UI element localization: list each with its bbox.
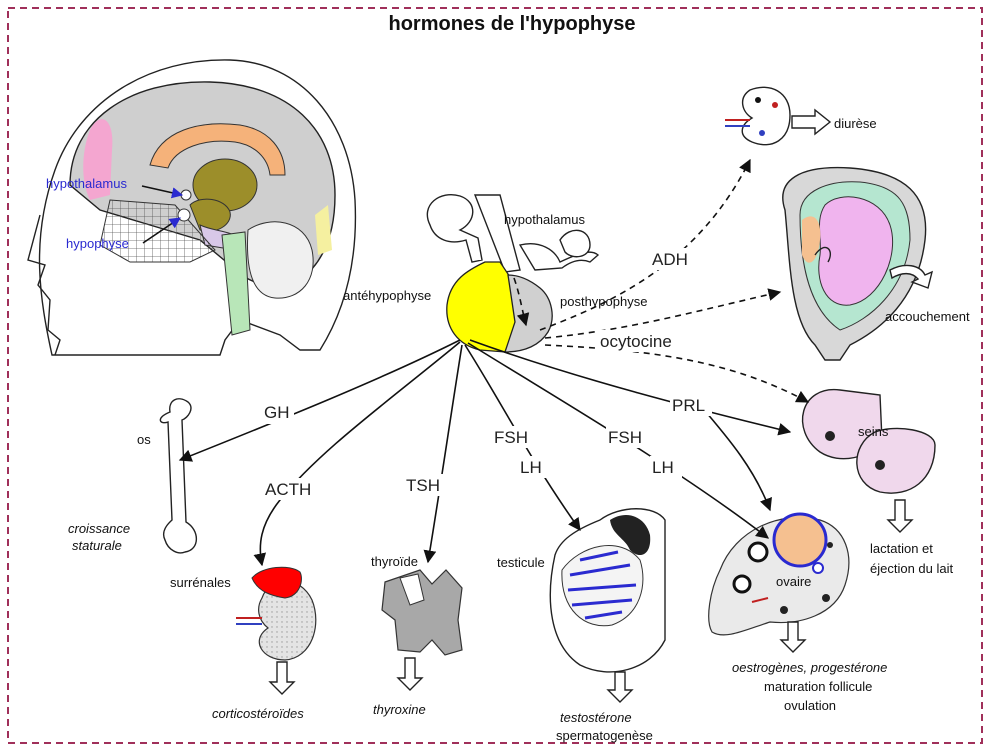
ovulation-label: ovulation xyxy=(784,698,836,713)
oestrogenes-label: oestrogènes, progestérone xyxy=(732,660,887,675)
brain-hypophyse-label: hypophyse xyxy=(66,236,129,251)
head-brain-illustration: hypothalamus hypophyse xyxy=(28,60,355,355)
seins-label: seins xyxy=(858,424,889,439)
maturation-label: maturation follicule xyxy=(764,679,872,694)
tsh-label: TSH xyxy=(406,476,440,495)
fsh-label-1: FSH xyxy=(494,428,528,447)
thyroxine-label: thyroxine xyxy=(373,702,426,717)
posthypophyse-label: posthypophyse xyxy=(560,294,647,309)
gland-hypothalamus-label: hypothalamus xyxy=(504,212,585,227)
kidney-illustration xyxy=(725,87,830,144)
testosterone-label: testostérone xyxy=(560,710,632,725)
croissance-label-line2: staturale xyxy=(72,538,122,553)
thyroide-label: thyroïde xyxy=(371,554,418,569)
surrenales-label: surrénales xyxy=(170,575,231,590)
prl-label: PRL xyxy=(672,396,705,415)
spermatogenese-label: spermatogenèse xyxy=(556,728,653,743)
tsh-arrow xyxy=(428,345,462,562)
diagram-title: hormones de l'hypophyse xyxy=(388,13,635,35)
os-label: os xyxy=(137,432,151,447)
ovaire-label: ovaire xyxy=(776,574,811,589)
pituitary-gland: hypothalamus antéhypophyse posthypophyse xyxy=(343,195,647,352)
lh-label-1: LH xyxy=(520,458,542,477)
adrenal-kidney-illustration xyxy=(236,567,316,694)
acth-label: ACTH xyxy=(265,480,311,499)
gh-arrow xyxy=(180,340,460,460)
lactation-label-line1: lactation et xyxy=(870,541,933,556)
ocytocine-label: ocytocine xyxy=(600,332,672,351)
uterus-illustration xyxy=(783,168,932,360)
testicule-label: testicule xyxy=(497,555,545,570)
ocytocine-breast-arrow xyxy=(545,345,808,402)
acth-arrow xyxy=(260,342,460,565)
adh-label: ADH xyxy=(652,250,688,269)
croissance-label-line1: croissance xyxy=(68,521,130,536)
brain-hypothalamus-label: hypothalamus xyxy=(46,176,127,191)
gh-label: GH xyxy=(264,403,290,422)
fsh-label-2: FSH xyxy=(608,428,642,447)
accouchement-label: accouchement xyxy=(885,309,970,324)
lactation-label-line2: éjection du lait xyxy=(870,561,953,576)
testicle-illustration xyxy=(550,509,665,702)
femur-illustration xyxy=(160,399,196,553)
breasts-illustration xyxy=(803,390,935,532)
diurese-label: diurèse xyxy=(834,116,877,131)
prl-breast-arrow xyxy=(470,340,790,432)
corticosteroides-label: corticostéroïdes xyxy=(212,706,304,721)
lh-label-2: LH xyxy=(652,458,674,477)
thyroid-illustration xyxy=(382,570,462,690)
prl-ovary-arrow xyxy=(700,405,770,510)
antehypophyse-label: antéhypophyse xyxy=(343,288,431,303)
